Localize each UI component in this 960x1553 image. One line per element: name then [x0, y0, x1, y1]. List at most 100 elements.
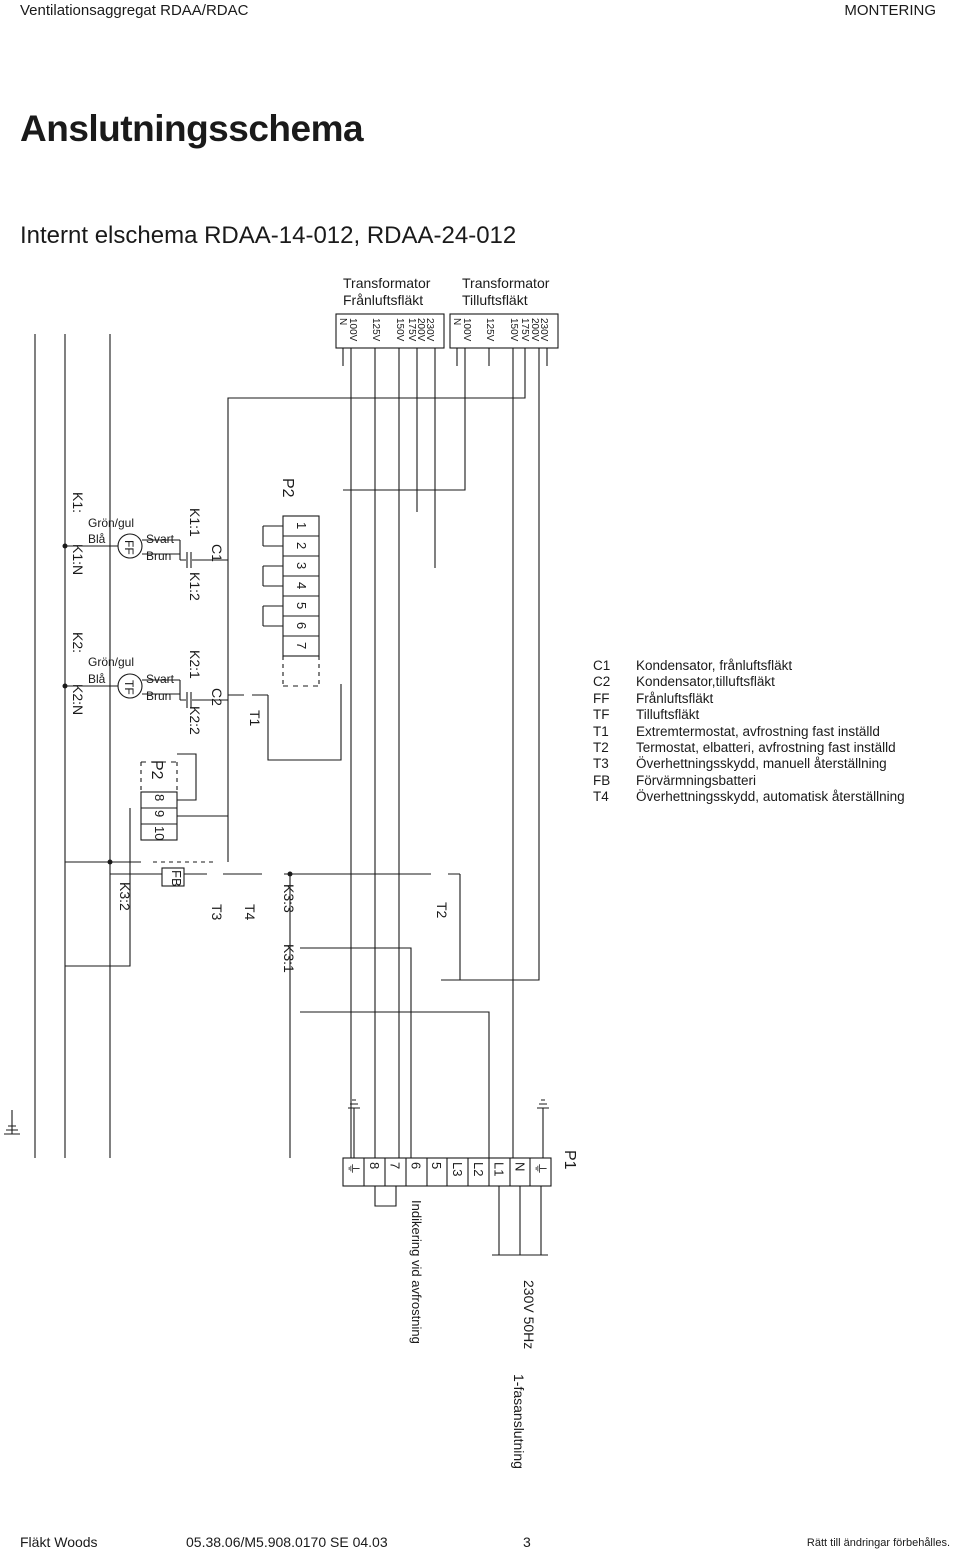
fan1-blue-label: Blå	[88, 532, 106, 546]
p1-terminal: ⏚	[346, 1162, 361, 1175]
k32-label: K3:2	[117, 882, 133, 911]
p2-top-terminal: 1	[294, 522, 309, 529]
fan1-black-label: Svart	[146, 532, 175, 546]
legend-row: T1 Extremtermostat, avfrostning fast inst…	[593, 724, 905, 740]
fan1-kn-label: K1:N	[70, 544, 86, 575]
p1-terminal: 7	[388, 1162, 403, 1169]
transformer-franluft-tap-6: 230V	[424, 318, 435, 342]
transformer-tilluft-tap-3: 150V	[508, 318, 519, 342]
p1-terminal: L3	[450, 1162, 465, 1176]
page-title: Anslutningsschema	[20, 108, 364, 149]
fan1-symbol-label: FF	[122, 540, 136, 555]
p2-top-terminal: 3	[294, 562, 309, 569]
fan2-k-label: K2:	[70, 632, 86, 653]
p1-terminal: 8	[367, 1162, 382, 1169]
transformer-tilluft-block	[449, 313, 559, 349]
k31-label: K3:1	[281, 944, 297, 973]
t4-label: T4	[242, 904, 258, 921]
transformer-tilluft-tap-0: N	[451, 318, 462, 325]
fan1-k1-label: K1:1	[187, 508, 203, 537]
legend-code: FB	[593, 772, 611, 788]
supply-label: 230V 50Hz	[521, 1280, 537, 1349]
fb-label: FB	[169, 870, 184, 887]
fan2-black-label: Svart	[146, 672, 175, 686]
k33-label: K3:3	[281, 884, 297, 913]
p2-top-terminal: 2	[294, 542, 309, 549]
transformer-franluft-tap-3: 150V	[394, 318, 405, 342]
p2-top-terminal: 6	[294, 622, 309, 629]
transformer-tilluft-title2: Tilluftsfläkt	[462, 292, 528, 308]
footer-company: Fläkt Woods	[20, 1534, 98, 1550]
transformer-franluft-tap-2: 125V	[370, 318, 381, 342]
legend-text: Extremtermostat, avfrostning fast instäl…	[636, 723, 880, 739]
fan1-k2-label: K1:2	[187, 572, 203, 601]
legend-text: Frånluftsfläkt	[636, 690, 714, 706]
p2-top-label: P2	[279, 478, 296, 498]
fan1-brown-label: Brun	[146, 549, 171, 563]
fan1-cap-label: C1	[209, 544, 225, 562]
fan2-k2-label: K2:2	[187, 706, 203, 735]
t3-label: T3	[209, 904, 225, 921]
p1-terminal: L1	[492, 1162, 507, 1176]
legend-text: Kondensator,tilluftsfläkt	[636, 674, 775, 690]
transformer-franluft-title2: Frånluftsfläkt	[343, 292, 423, 308]
transformer-franluft-tap-4: 175V	[406, 318, 417, 342]
p2-top-terminal: 4	[294, 582, 309, 589]
fan2-brown-label: Brun	[146, 689, 171, 703]
legend-row: TF Tilluftsfläkt	[593, 707, 905, 723]
footer-page-number: 3	[523, 1534, 531, 1550]
indication-label: Indikering vid avfrostning	[409, 1200, 424, 1344]
p2-bottom-terminal: 10	[152, 826, 167, 840]
transformer-franluft-block	[335, 313, 445, 349]
fan2-k1-label: K2:1	[187, 650, 203, 679]
header-product: Ventilationsaggregat RDAA/RDAC	[20, 2, 249, 19]
transformer-tilluft-title1: Transformator	[462, 275, 550, 291]
legend-code: C2	[593, 674, 611, 690]
p1-terminal: L2	[471, 1162, 486, 1176]
footer-doc-number: 05.38.06/M5.908.0170 SE 04.03	[186, 1534, 388, 1550]
phase-label: 1-fasanslutning	[511, 1374, 527, 1469]
fan2-blue-label: Blå	[88, 672, 106, 686]
p2-top-terminal: 7	[294, 642, 309, 649]
transformer-tilluft-tap-1: 100V	[461, 318, 472, 342]
p2-bottom-terminal: 8	[152, 794, 167, 801]
t1-label: T1	[247, 710, 263, 727]
p1-terminal: 6	[408, 1162, 423, 1169]
fan2-kn-label: K2:N	[70, 684, 86, 715]
legend-code: T3	[593, 756, 609, 772]
legend-text: Överhettningsskydd, manuell återställnin…	[636, 756, 887, 772]
fb-element	[161, 867, 185, 887]
legend-code: T4	[593, 789, 609, 805]
legend-code: TF	[593, 707, 610, 723]
footer-note: Rätt till ändringar förbehålles.	[806, 1537, 950, 1549]
legend-text: Överhettningsskydd, automatisk återställ…	[636, 789, 905, 805]
transformer-franluft-tap-1: 100V	[347, 318, 358, 342]
transformer-tilluft-tap-5: 200V	[529, 318, 540, 342]
legend-text: Tilluftsfläkt	[636, 707, 700, 723]
fan1-ground-label: Grön/gul	[88, 516, 134, 530]
transformer-tilluft-tap-2: 125V	[484, 318, 495, 342]
legend-code: C1	[593, 658, 611, 673]
legend-code: T1	[593, 723, 609, 739]
legend-row: T4 Överhettningsskydd, automatisk återstä…	[593, 789, 905, 805]
p2-bottom-label: P2	[148, 760, 165, 780]
p1-terminal: N	[512, 1162, 527, 1171]
transformer-tilluft-tap-4: 175V	[519, 318, 530, 342]
diagram-title: Internt elschema RDAA-14-012, RDAA-24-01…	[20, 222, 517, 249]
transformer-franluft-title1: Transformator	[343, 275, 431, 291]
fan2-symbol-label: TF	[122, 680, 136, 695]
transformer-tilluft-tap-6: 230V	[538, 318, 549, 342]
p1-label: P1	[561, 1150, 578, 1170]
legend-row: T3 Överhettningsskydd, manuell återställn…	[593, 756, 905, 772]
fan2-cap-label: C2	[209, 688, 225, 706]
transformer-franluft-tap-0: N	[337, 318, 348, 325]
p1-terminal: 5	[429, 1162, 444, 1169]
p2-bottom-terminal: 9	[152, 810, 167, 817]
legend-row: C2 Kondensator,tilluftsfläkt	[593, 674, 905, 690]
header-section: MONTERING	[844, 2, 936, 19]
